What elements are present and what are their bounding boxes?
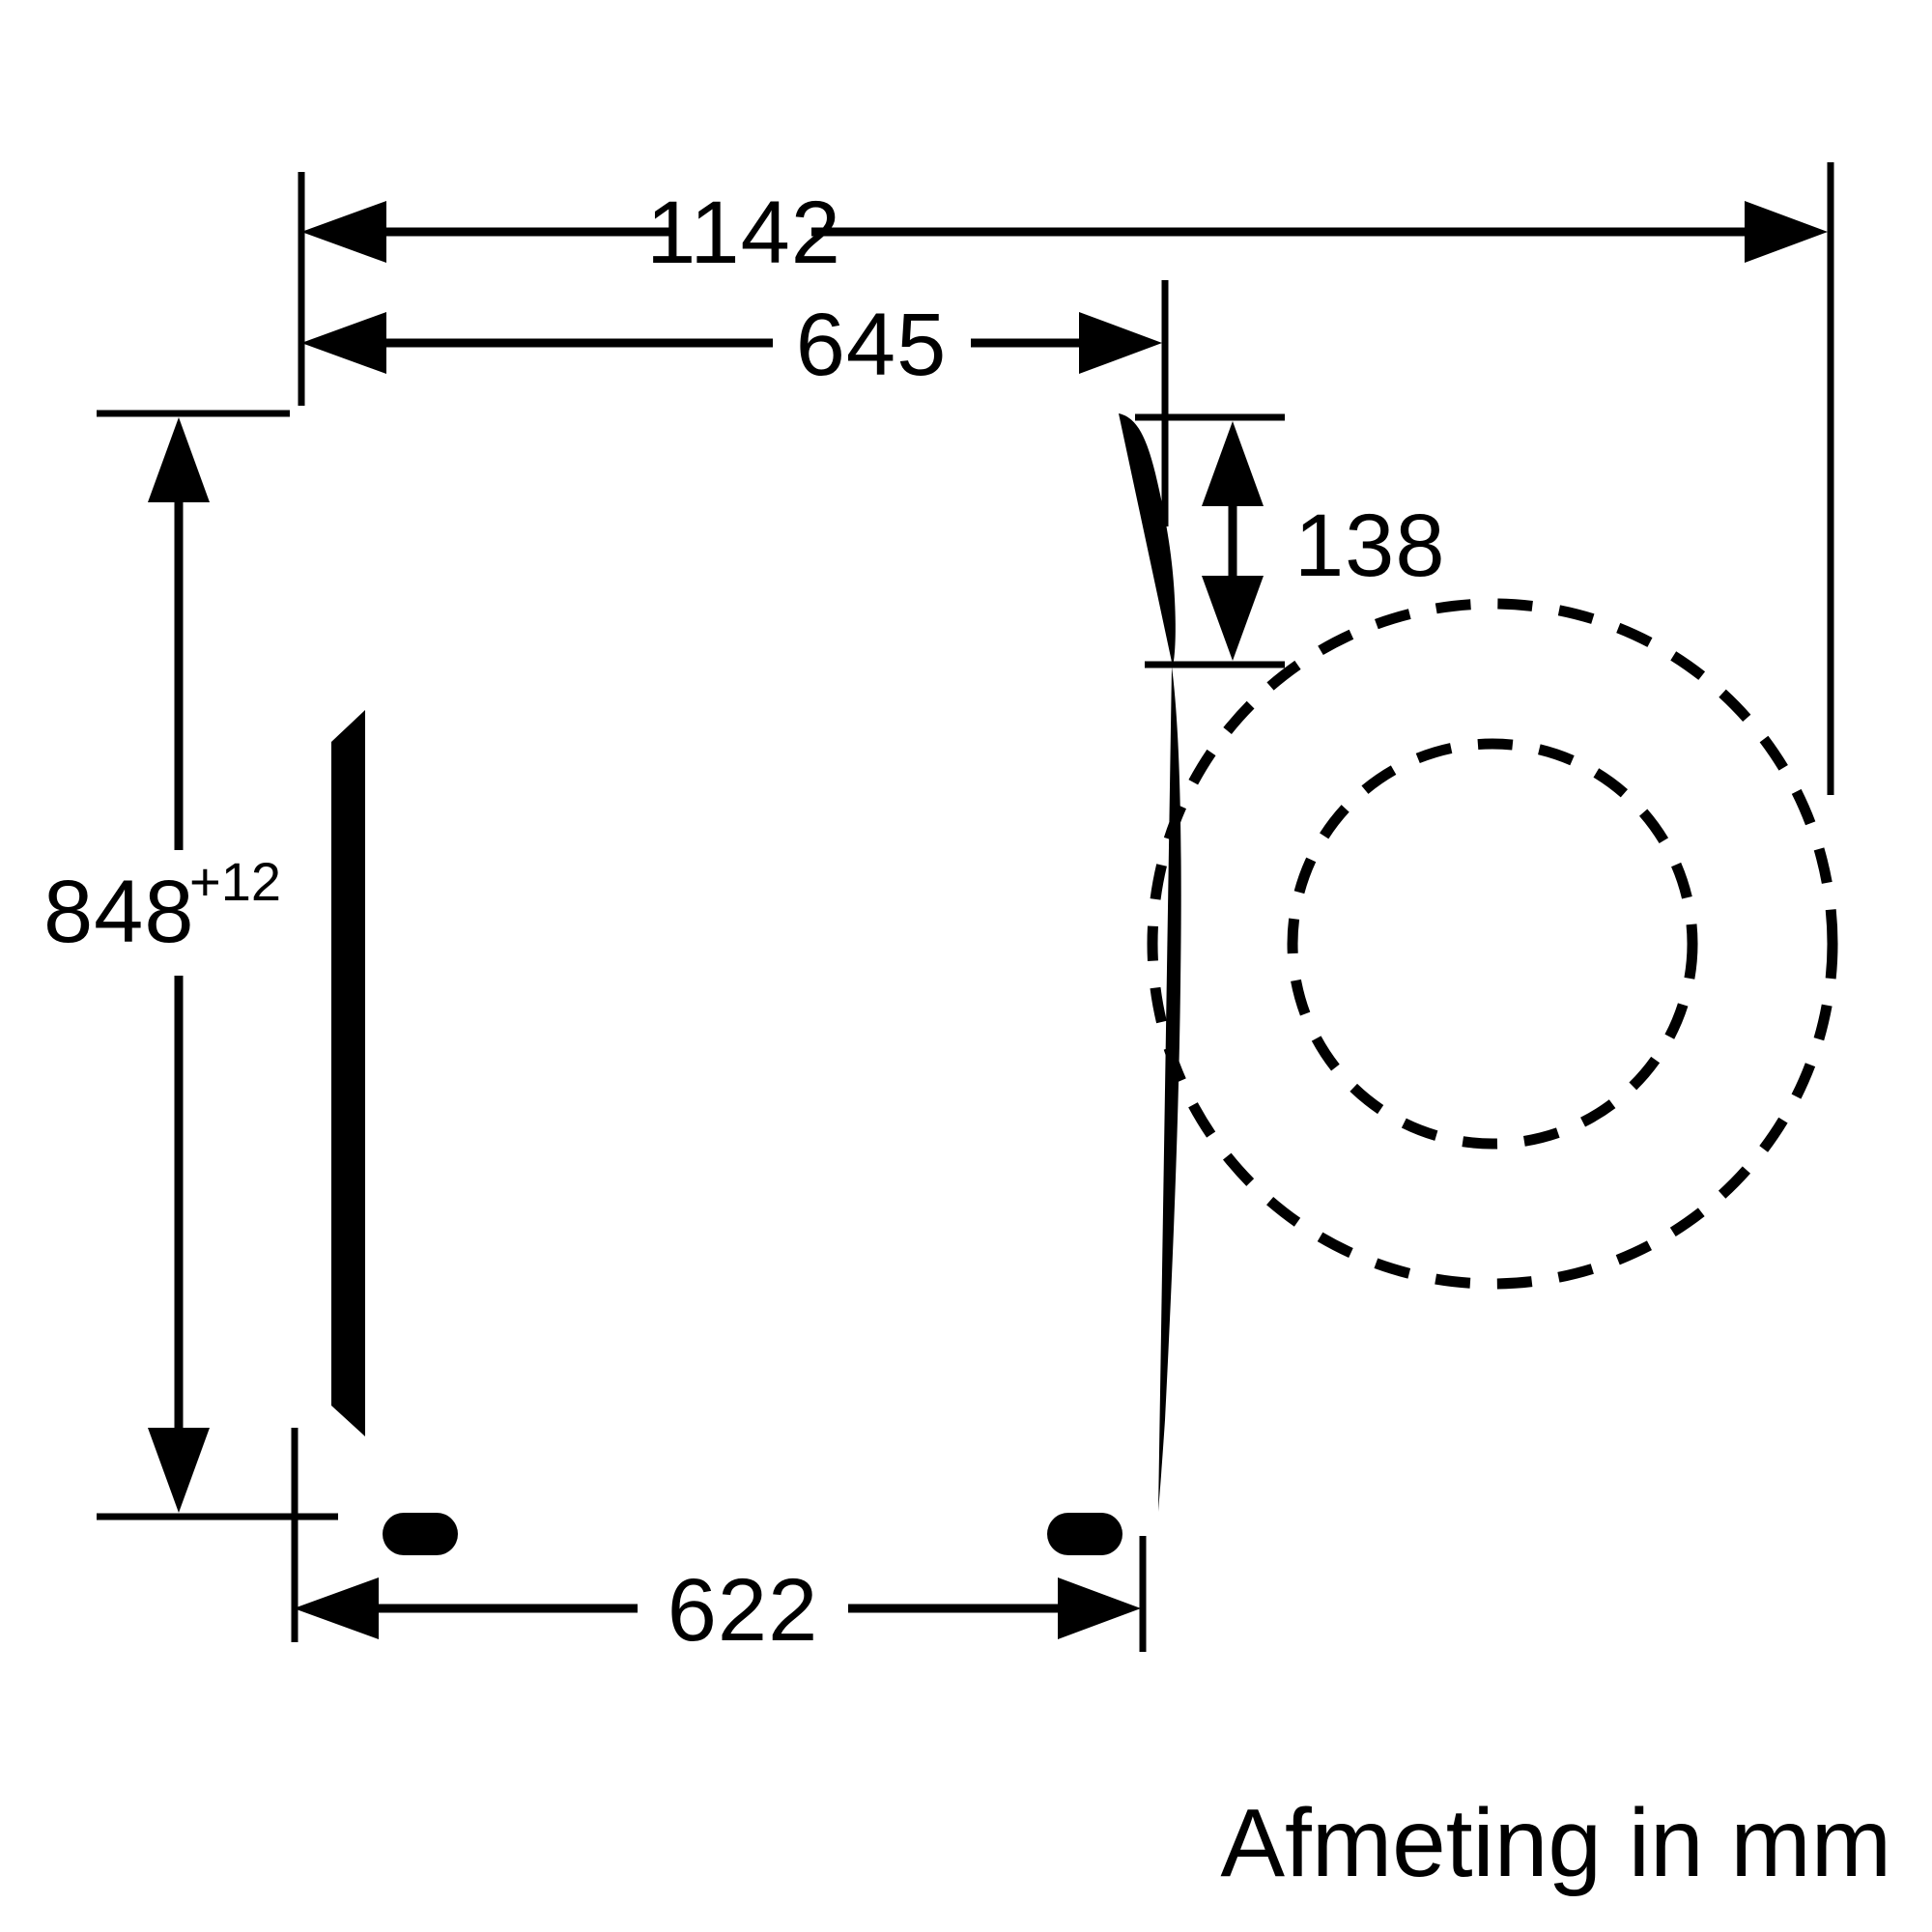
dimension-138: 138 bbox=[1202, 421, 1446, 661]
dim-848-arrowhead-top bbox=[148, 417, 210, 502]
dim-622-arrowhead-left bbox=[294, 1577, 379, 1639]
dim-848-arrowhead-bottom bbox=[148, 1428, 210, 1513]
dimension-645: 645 bbox=[301, 296, 1162, 394]
door-swing-outer-circle bbox=[1147, 598, 1838, 1290]
extension-lines bbox=[97, 162, 1834, 1652]
dim-138-arrowhead-top bbox=[1202, 421, 1264, 506]
dim-622-arrowhead-right bbox=[1058, 1577, 1141, 1639]
dim-645-label: 645 bbox=[796, 296, 948, 394]
dimension-1142: 1142 bbox=[301, 184, 1828, 282]
dim-1142-label: 1142 bbox=[646, 184, 841, 282]
dim-138-arrowhead-bottom bbox=[1202, 576, 1264, 661]
side-rail-trim bbox=[331, 710, 365, 1436]
dim-645-arrowhead-right bbox=[1079, 312, 1162, 374]
door-swing-inner-circle bbox=[1287, 738, 1698, 1150]
adjustable-foot-front bbox=[1047, 1513, 1122, 1555]
door-swing-arcs bbox=[1147, 598, 1838, 1290]
dimension-622: 622 bbox=[294, 1561, 1141, 1660]
appliance-outline bbox=[331, 413, 1181, 1555]
adjustable-foot-rear bbox=[383, 1513, 458, 1555]
dim-645-arrowhead-left bbox=[301, 312, 386, 374]
dim-622-label: 622 bbox=[668, 1561, 819, 1660]
worktop-front-nose bbox=[1119, 413, 1176, 667]
dim-848-label: 848 bbox=[43, 863, 195, 961]
dimension-848: 848 +12 bbox=[43, 417, 281, 1513]
units-caption: Afmeting in mm bbox=[1220, 1789, 1891, 1897]
dim-138-label: 138 bbox=[1294, 497, 1446, 595]
dim-848-tolerance-label: +12 bbox=[189, 851, 281, 912]
dim-1142-arrowhead-left bbox=[301, 201, 386, 263]
door-outer-face bbox=[1158, 667, 1181, 1513]
dim-1142-arrowhead-right bbox=[1745, 201, 1828, 263]
